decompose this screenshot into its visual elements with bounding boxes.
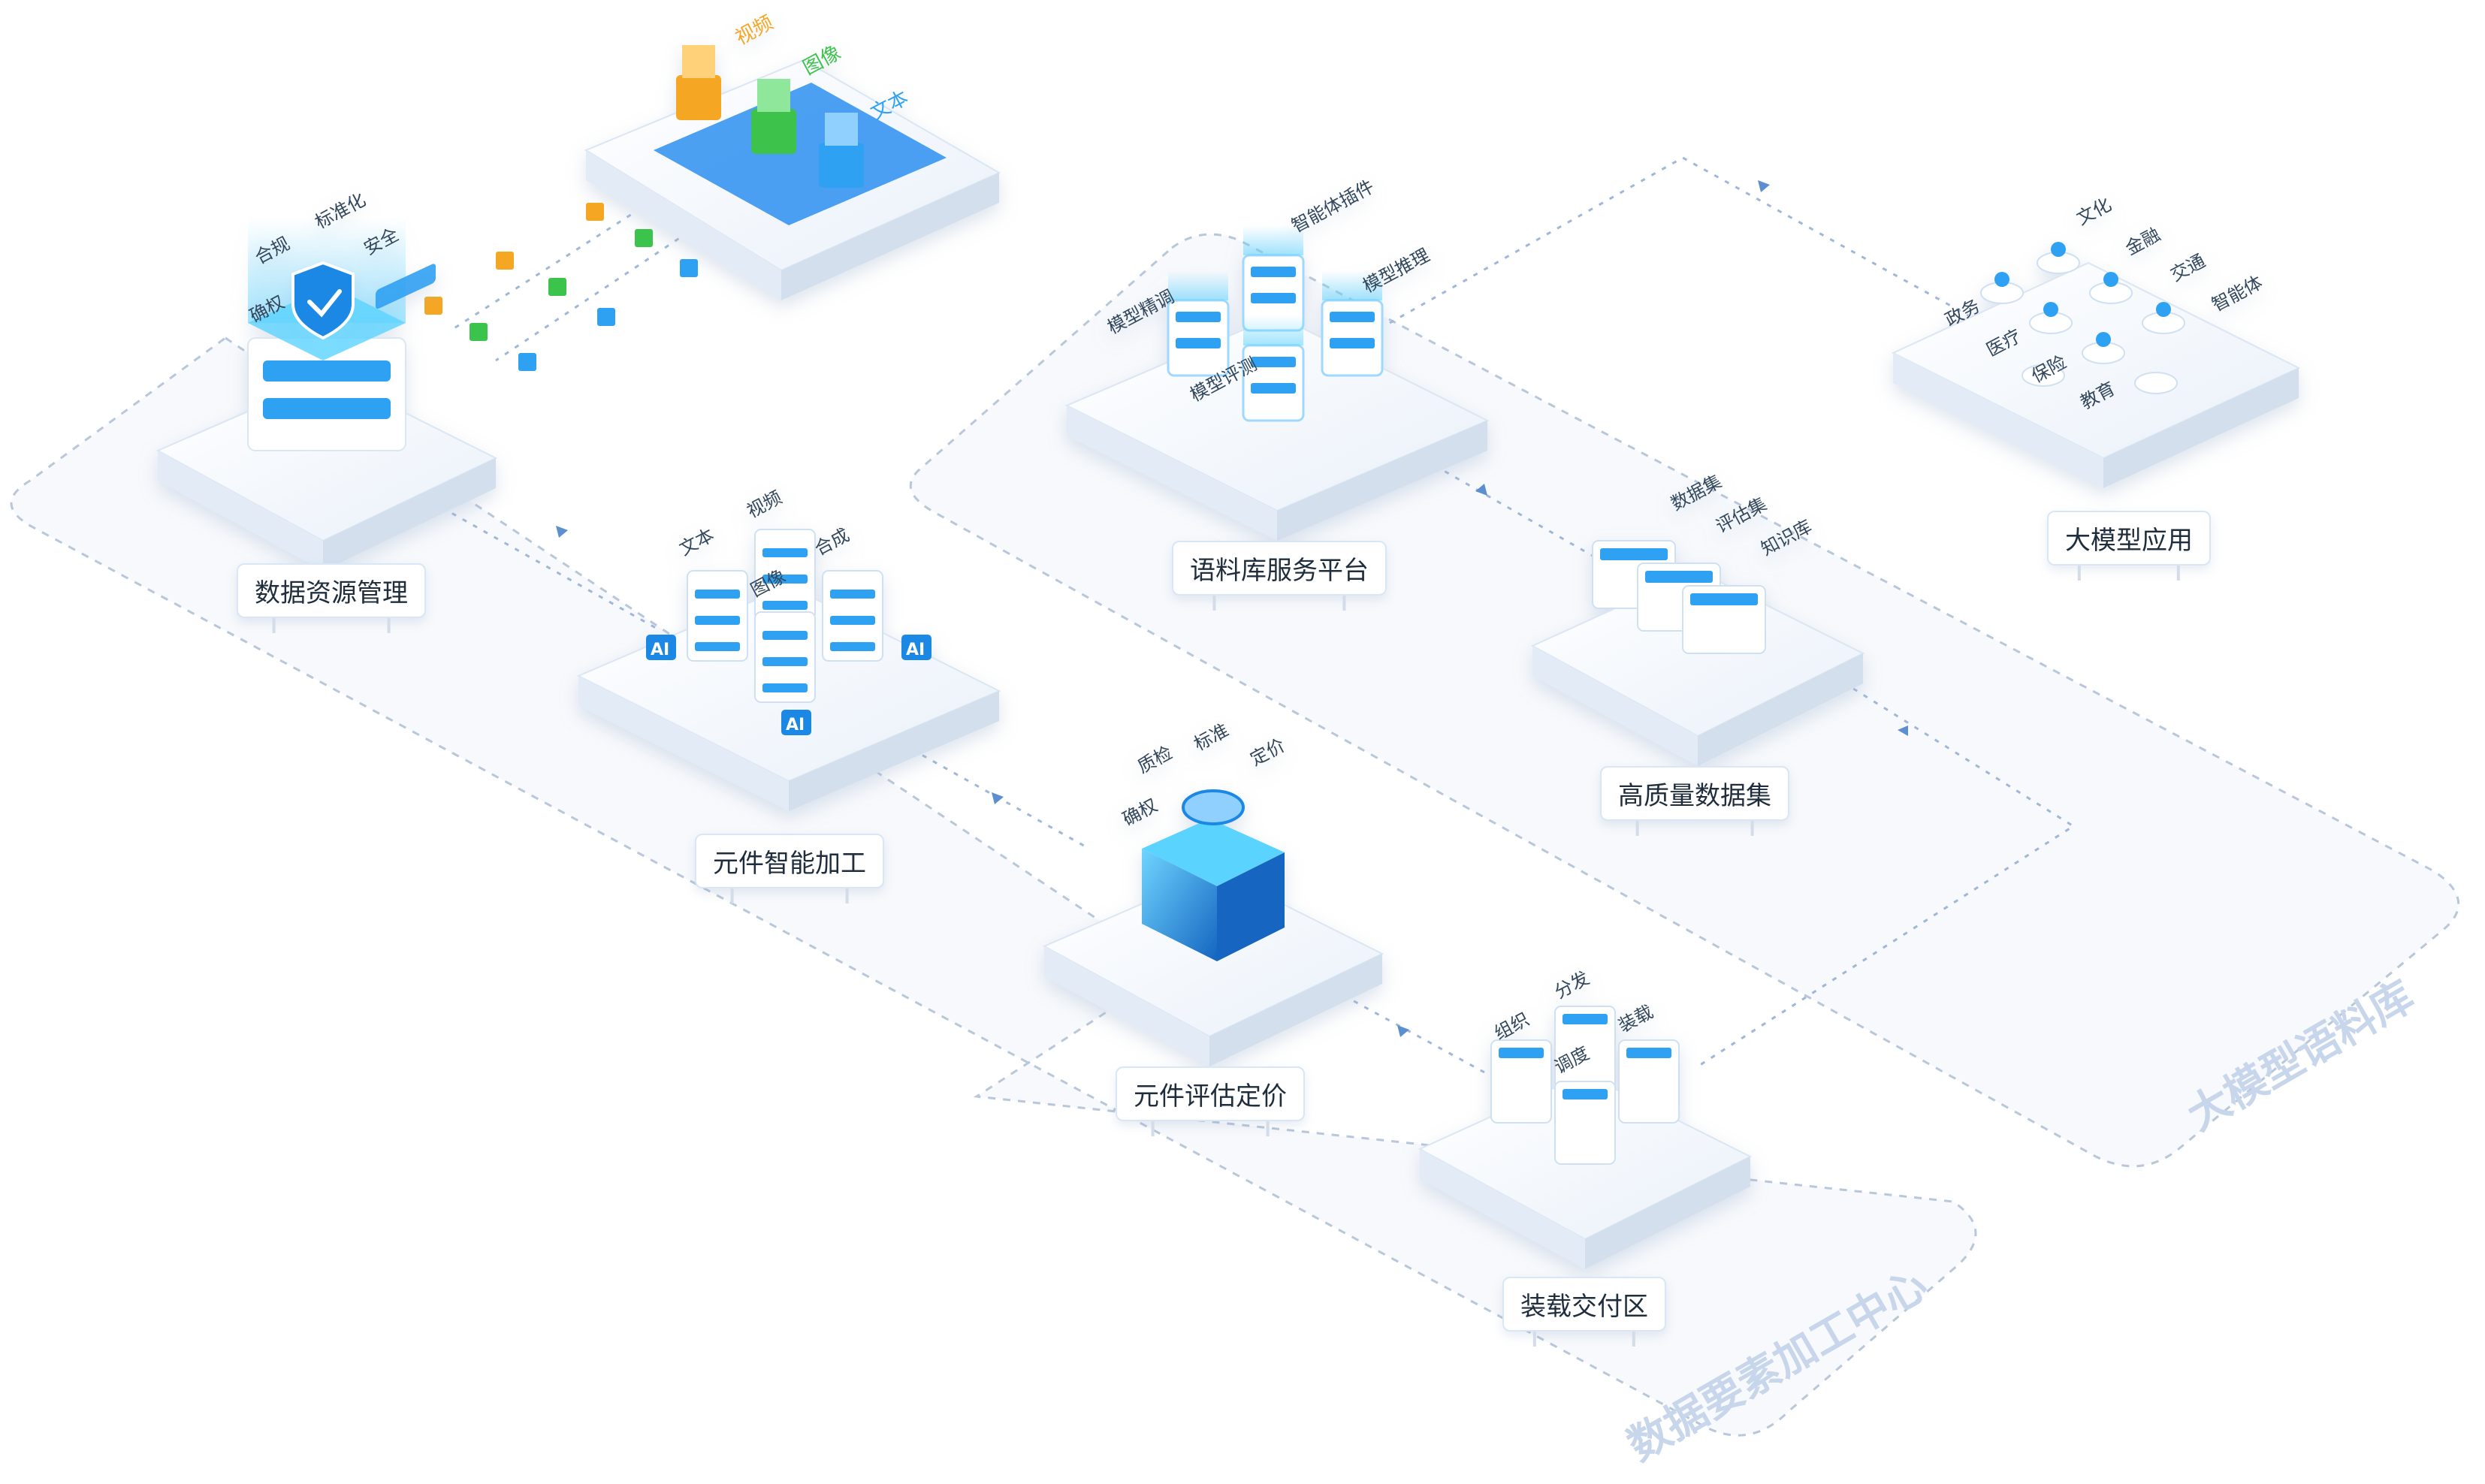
node-element-processing: AI AI AI 文本 视频 合成 图像	[576, 487, 1001, 811]
connector-sources-to-management	[450, 194, 662, 332]
connector-sources-to-management-2	[495, 224, 699, 362]
label-element-processing: 元件智能加工	[695, 834, 884, 888]
platform-tag-agent-plugin: 智能体插件	[1288, 176, 1378, 237]
connector-evaluation-to-loading	[1321, 982, 1488, 1075]
evaluation-tag-rights: 确权	[1119, 795, 1161, 830]
application-tag-agent: 智能体	[2209, 272, 2266, 316]
processing-ai-badge-right: AI	[906, 641, 925, 659]
label-corpus-platform: 语料库服务平台	[1172, 541, 1387, 596]
flow-cubes	[424, 203, 698, 371]
node-data-sources: 视频 图像 文本	[584, 11, 1001, 300]
loading-tag-distribute: 分发	[1551, 967, 1593, 1003]
connector-arrows	[556, 180, 1908, 1037]
processing-ai-badge-bottom: AI	[786, 716, 805, 734]
loading-tag-organize: 组织	[1491, 1009, 1533, 1044]
connector-dataset-to-loading	[1697, 674, 2076, 1068]
processing-ai-badge-left: AI	[651, 641, 669, 659]
evaluation-tag-qc: 质检	[1134, 742, 1176, 777]
label-data-resource-management: 数据资源管理	[237, 563, 426, 618]
application-tag-finance: 金融	[2122, 224, 2164, 259]
application-tag-culture: 文化	[2073, 194, 2115, 229]
processing-tag-synthesis: 合成	[811, 524, 853, 560]
node-data-resource-management: 合规 标准化 安全 确权	[156, 189, 498, 571]
evaluation-tag-pricing: 定价	[1247, 734, 1289, 770]
node-large-model-application: 文化 金融 交通 智能体 政务 医疗 保险 教育	[1891, 194, 2301, 488]
label-loading-delivery: 装载交付区	[1502, 1277, 1666, 1332]
label-high-quality-dataset: 高质量数据集	[1600, 766, 1789, 821]
processing-tag-text: 文本	[676, 524, 718, 560]
processing-tag-video: 视频	[744, 487, 786, 522]
connector-management-to-processing	[420, 494, 662, 632]
node-loading-delivery: 组织 分发 装载 调度	[1418, 967, 1753, 1269]
loading-tag-load: 装载	[1615, 1001, 1657, 1036]
label-element-evaluation: 元件评估定价	[1116, 1066, 1305, 1121]
application-tag-transport: 交通	[2167, 250, 2209, 285]
evaluation-tag-standard: 标准	[1191, 719, 1233, 755]
source-tag-video: 视频	[732, 11, 777, 50]
label-large-model-application: 大模型应用	[2047, 511, 2211, 566]
connector-platform-to-application	[1389, 156, 1969, 324]
node-corpus-platform: 智能体插件 模型推理 模型精调 模型评测	[1064, 176, 1490, 541]
